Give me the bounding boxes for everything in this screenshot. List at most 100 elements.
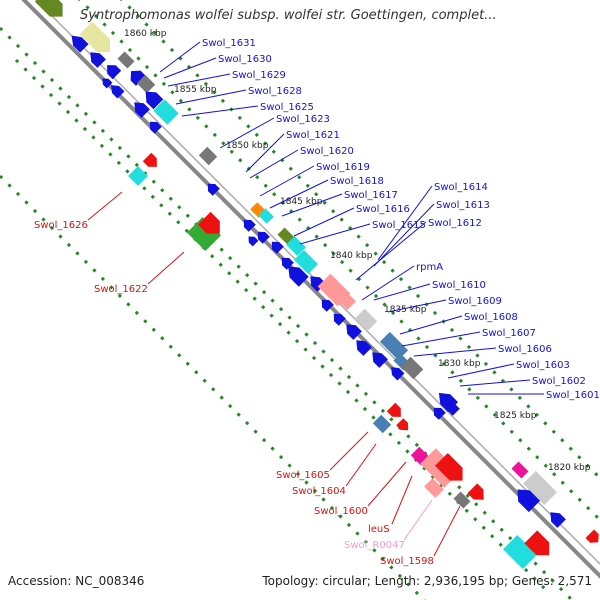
- gene-label[interactable]: Swol_1608: [464, 312, 518, 323]
- gene-arrow: [447, 403, 460, 416]
- leader-line: [163, 57, 217, 79]
- gene-label[interactable]: rpmA: [416, 262, 443, 273]
- gene-arrow: [386, 402, 401, 417]
- gene-label[interactable]: Swol_1629: [232, 70, 286, 81]
- gene-arrow: [271, 241, 284, 254]
- gene-label[interactable]: Swol_1609: [448, 296, 502, 307]
- scale-label: 1830 kbp: [438, 359, 481, 369]
- leader-line: [181, 105, 259, 117]
- gene-arrow: [107, 65, 122, 80]
- gene-arrow: [333, 313, 346, 326]
- scale-label: 1845 kbp: [280, 197, 323, 207]
- scale-label: 1835 kbp: [384, 305, 427, 315]
- gene-label[interactable]: Swol_1626: [34, 220, 88, 231]
- gene-label[interactable]: Swol_1613: [436, 200, 490, 211]
- gene-arrow: [136, 74, 156, 94]
- leader-line: [391, 475, 413, 525]
- gene-label[interactable]: Swol_1625: [260, 102, 314, 113]
- gene-arrow: [248, 236, 259, 247]
- leader-line: [377, 185, 433, 261]
- gene-arrow: [336, 290, 356, 310]
- gene-label[interactable]: Swol_1619: [316, 162, 370, 173]
- gene-label[interactable]: Swol_1602: [532, 376, 586, 387]
- leader-line: [459, 379, 531, 387]
- gene-arrow: [435, 453, 463, 481]
- scale-label: 1850 kbp: [226, 141, 269, 151]
- gene-label[interactable]: Swol_1612: [428, 218, 482, 229]
- gene-arrow: [145, 91, 164, 110]
- gene-label[interactable]: Swol_1605: [276, 470, 330, 481]
- gene-label[interactable]: Swol_1631: [202, 38, 256, 49]
- gene-arrow: [467, 483, 484, 500]
- gene-arrow: [198, 146, 218, 166]
- tick-rail: [14, 58, 548, 592]
- gene-arrow: [197, 211, 220, 234]
- gene-label[interactable]: Swol_1606: [498, 344, 552, 355]
- tick-rail: [119, 0, 600, 480]
- gene-arrow: [111, 85, 125, 99]
- topology-label: Topology: circular; Length: 2,936,195 bp…: [262, 574, 592, 588]
- leader-line: [159, 41, 201, 73]
- leader-line: [403, 499, 433, 541]
- gene-label[interactable]: Swol_1620: [300, 146, 354, 157]
- leader-line: [373, 203, 435, 267]
- leader-line: [87, 191, 123, 221]
- gene-arrow: [453, 491, 471, 509]
- gene-label[interactable]: Swol_1630: [218, 54, 272, 65]
- gene-label[interactable]: Swol_1618: [330, 176, 384, 187]
- gene-arrow: [134, 102, 150, 118]
- gene-label[interactable]: Swol_1623: [276, 114, 330, 125]
- leader-line: [175, 89, 247, 105]
- leader-line: [355, 221, 427, 281]
- gene-arrow: [257, 231, 270, 244]
- gene-features: [35, 0, 599, 569]
- leader-line: [249, 149, 299, 179]
- leader-line: [373, 283, 431, 301]
- gene-arrow: [433, 407, 446, 420]
- gene-label[interactable]: Swol_1607: [482, 328, 536, 339]
- gene-label[interactable]: Swol_1628: [248, 86, 302, 97]
- leader-line: [433, 505, 461, 557]
- leader-line: [361, 265, 415, 301]
- leader-line: [345, 443, 377, 487]
- gene-arrow: [372, 352, 388, 368]
- gene-arrow: [585, 529, 599, 543]
- gene-label[interactable]: Swol_1598: [380, 556, 434, 567]
- gene-label[interactable]: Swol_1604: [292, 486, 346, 497]
- gene-label[interactable]: Swol_1614: [434, 182, 488, 193]
- gene-arrow: [400, 356, 424, 380]
- gene-label[interactable]: Swol_1603: [516, 360, 570, 371]
- gene-label[interactable]: Swol_1616: [356, 204, 410, 215]
- gene-arrow: [310, 276, 326, 292]
- gene-arrow: [277, 227, 295, 245]
- gene-label[interactable]: Swol_1617: [344, 190, 398, 201]
- gene-arrow: [128, 166, 148, 186]
- gene-label[interactable]: Swol_1622: [94, 284, 148, 295]
- scale-label: 1820 kbp: [548, 463, 591, 473]
- gene-label[interactable]: Swol_1621: [286, 130, 340, 141]
- gene-arrow: [149, 121, 162, 134]
- leader-line: [259, 165, 315, 197]
- gene-arrow: [243, 219, 256, 232]
- gene-arrow: [288, 266, 309, 287]
- leader-line: [413, 347, 497, 357]
- gene-arrow: [294, 250, 318, 274]
- gene-label[interactable]: Swol_1615: [372, 220, 426, 231]
- scale-label: 1860 kbp: [124, 29, 167, 39]
- leader-line: [367, 461, 407, 507]
- gene-label[interactable]: Swol_1600: [314, 506, 368, 517]
- gene-arrow: [117, 51, 135, 69]
- gene-arrow: [346, 324, 362, 340]
- gene-arrow: [354, 308, 378, 332]
- gene-label[interactable]: Swol_R0047: [344, 540, 405, 551]
- gene-label[interactable]: Swol_1610: [432, 280, 486, 291]
- accession-label: Accession: NC_008346: [8, 574, 145, 588]
- leader-line: [147, 251, 185, 285]
- gene-arrow: [90, 52, 106, 68]
- gene-arrow: [396, 418, 409, 431]
- leader-lines: [87, 41, 544, 557]
- gene-label[interactable]: Swol_1601: [546, 390, 600, 401]
- gene-arrow: [258, 208, 274, 224]
- gene-label[interactable]: leuS: [368, 524, 390, 535]
